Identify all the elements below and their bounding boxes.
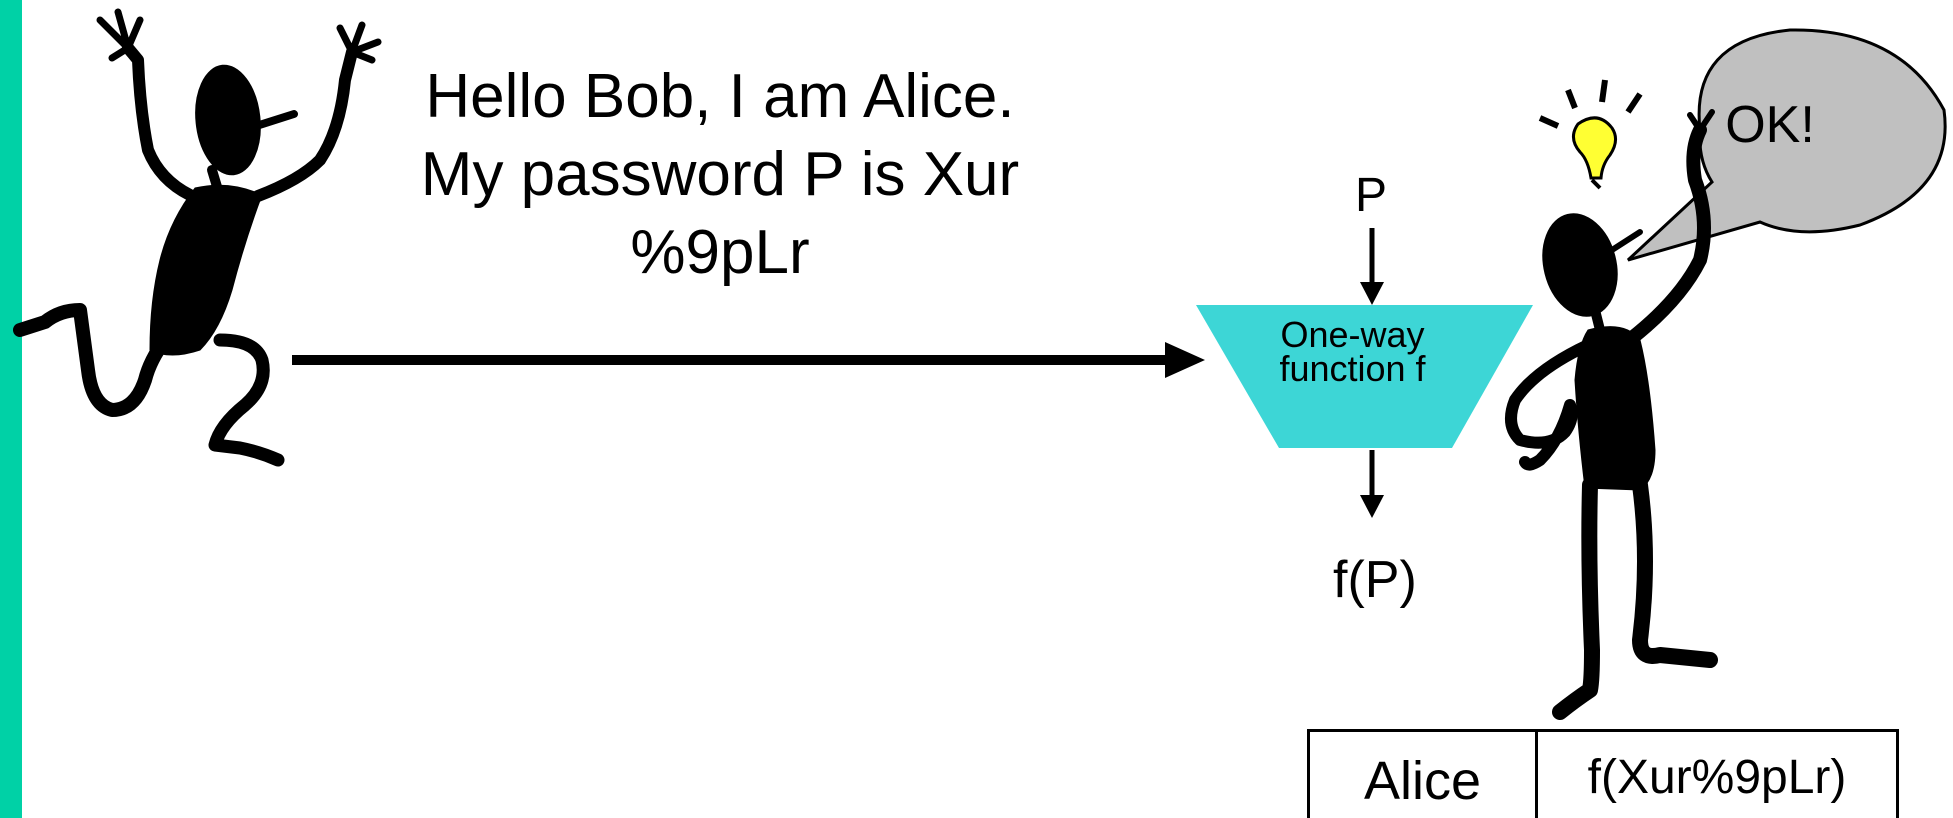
- one-way-function-box: [1196, 305, 1533, 448]
- function-box-label: One-way function f: [1279, 314, 1426, 389]
- alice-right-arm: [252, 46, 358, 202]
- alice-figure: [13, 8, 382, 467]
- output-arrow: [1360, 450, 1384, 518]
- alice-torso: [149, 184, 263, 356]
- bob-right-leg: [1632, 477, 1718, 668]
- alice-message: Hello Bob, I am Alice. My password P is …: [360, 58, 1080, 292]
- alice-left-leg: [13, 303, 172, 417]
- password-table: Alice f(Xur%9pLr): [1307, 729, 1899, 818]
- bob-head: [1542, 213, 1618, 317]
- password-table-hash: f(Xur%9pLr): [1587, 751, 1847, 804]
- function-output-label: f(P): [1333, 551, 1417, 609]
- bob-left-leg: [1552, 477, 1600, 720]
- light-bulb-icon: [1538, 79, 1643, 190]
- input-arrow: [1360, 228, 1384, 305]
- function-input-label: P: [1355, 169, 1388, 222]
- speech-bubble-text: OK!: [1725, 96, 1815, 154]
- message-line-1: Hello Bob, I am Alice.: [425, 62, 1015, 131]
- alice-head: [195, 64, 261, 176]
- message-line-3: %9pLr: [630, 218, 810, 287]
- alice-nose: [246, 110, 298, 132]
- side-accent-bar: [0, 0, 22, 818]
- bob-raised-arm: [1625, 123, 1711, 345]
- bob-figure: [1505, 109, 1718, 720]
- message-line-2: My password P is Xur: [420, 140, 1020, 209]
- alice-left-arm: [122, 42, 196, 201]
- bob-bent-arm: [1505, 339, 1594, 471]
- password-table-username: Alice: [1310, 732, 1538, 818]
- alice-right-leg: [208, 333, 285, 467]
- message-arrow: [292, 342, 1205, 378]
